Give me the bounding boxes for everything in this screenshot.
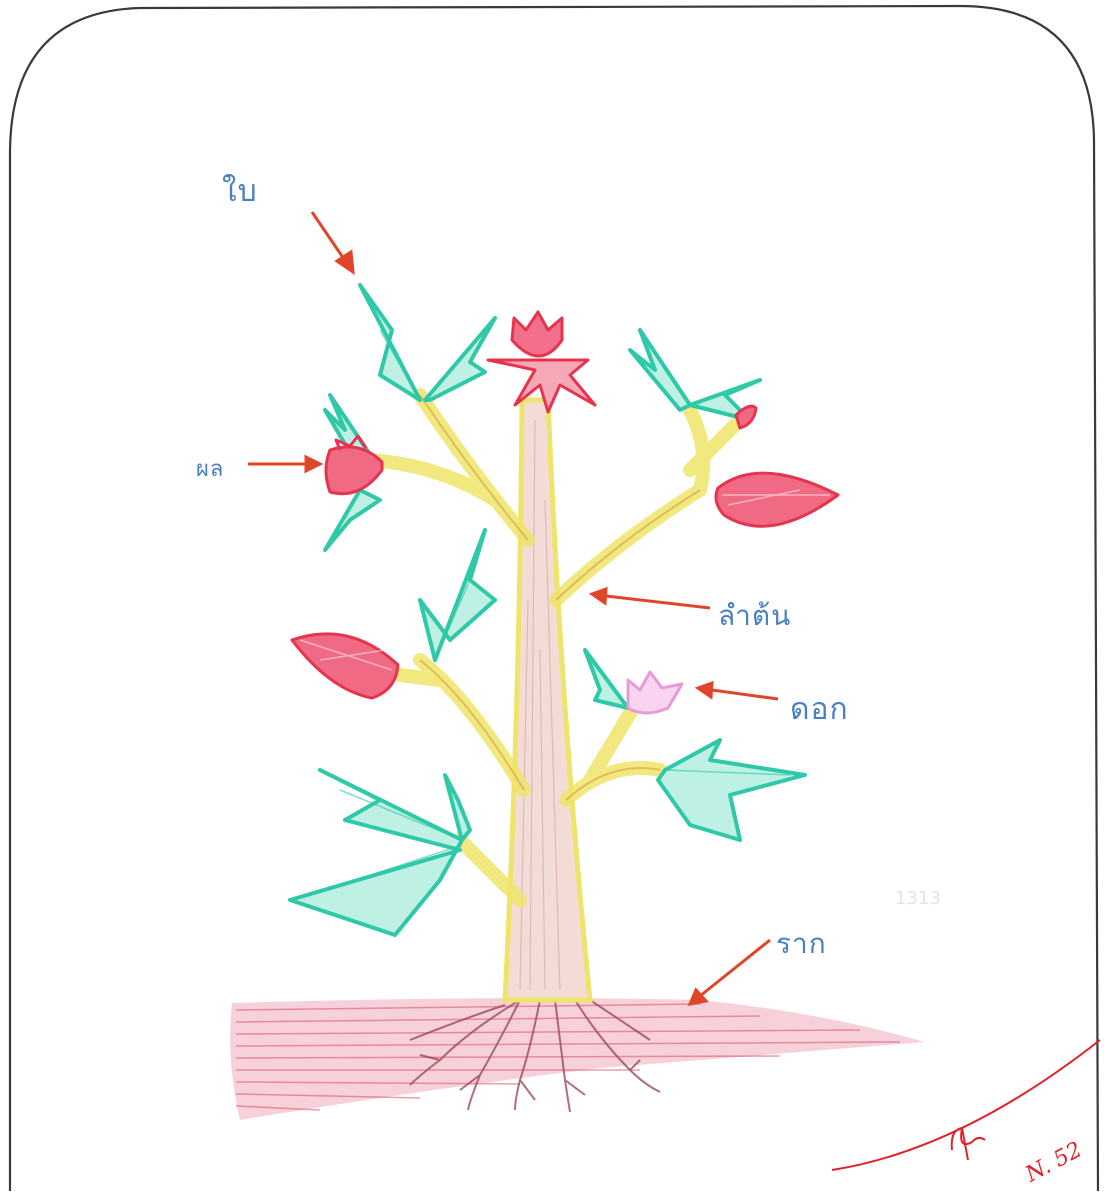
label-root: ราก [776,922,827,966]
fruit-right [716,473,838,526]
flower-pink [628,672,682,713]
leaf-lower-left [290,770,462,935]
label-flower: ดอก [790,686,849,733]
arrow-root [690,940,770,1004]
label-stem: ลำต้น [718,594,791,638]
arrow-leaf [312,212,353,272]
faint-mark: 1313 [895,888,941,909]
arrow-flower [698,683,778,699]
flower-top [488,312,595,412]
label-leaf: ใบ [222,168,258,215]
leaf-center-left [420,530,495,660]
fruit-left [326,447,382,494]
trunk [505,400,590,1000]
soil [230,998,925,1120]
leaf-top-right [630,330,690,410]
fruits [292,406,838,698]
arrow-stem [592,589,710,608]
leaf-small-flower [585,650,628,708]
arrow-fruit [248,457,320,471]
leaf-lower-right [658,740,805,840]
fruit-lower-left [292,634,398,698]
label-fruit: ผล [196,451,224,486]
